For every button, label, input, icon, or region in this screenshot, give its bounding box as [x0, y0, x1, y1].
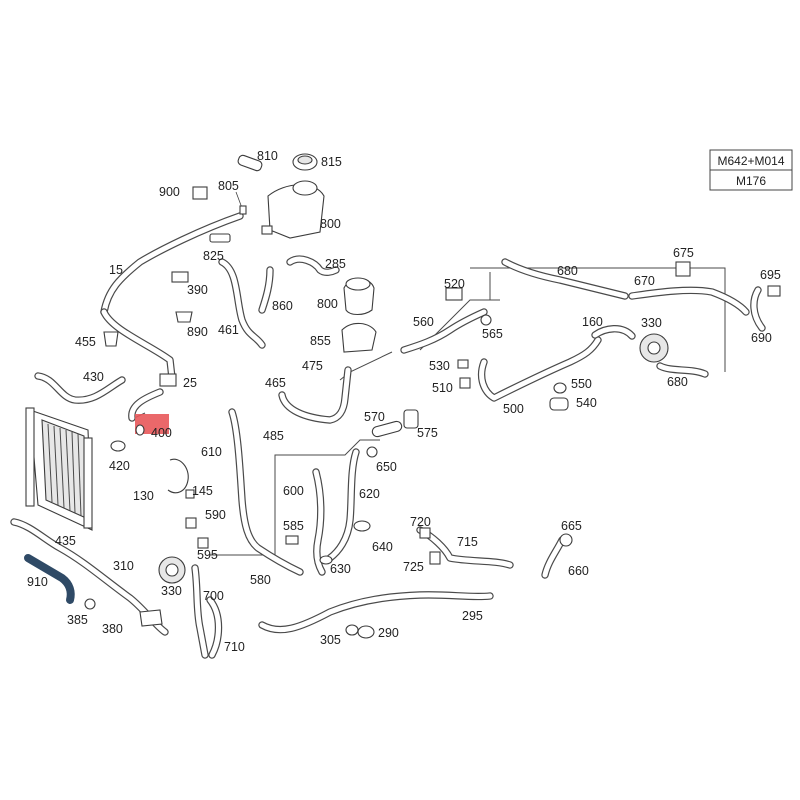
callout-530[interactable]: 530: [429, 359, 450, 373]
callout-800b[interactable]: 800: [317, 297, 338, 311]
callout-660[interactable]: 660: [568, 564, 589, 578]
callout-labels: 810 815 900 805 800 825 285 800 15 390 8…: [27, 149, 781, 654]
callout-900[interactable]: 900: [159, 185, 180, 199]
callout-710[interactable]: 710: [224, 640, 245, 654]
callout-455[interactable]: 455: [75, 335, 96, 349]
callout-25[interactable]: 25: [183, 376, 197, 390]
callout-665[interactable]: 665: [561, 519, 582, 533]
callout-590[interactable]: 590: [205, 508, 226, 522]
callout-690[interactable]: 690: [751, 331, 772, 345]
callout-640[interactable]: 640: [372, 540, 393, 554]
engine-variant-box: M642+M014 M176: [709, 149, 793, 191]
callout-600[interactable]: 600: [283, 484, 304, 498]
callout-675[interactable]: 675: [673, 246, 694, 260]
callout-575[interactable]: 575: [417, 426, 438, 440]
callout-465[interactable]: 465: [265, 376, 286, 390]
callout-855[interactable]: 855: [310, 334, 331, 348]
variant-label-1: M642+M014: [717, 154, 784, 168]
callout-520[interactable]: 520: [444, 277, 465, 291]
callout-400[interactable]: 400: [151, 426, 172, 440]
callout-130[interactable]: 130: [133, 489, 154, 503]
callout-380[interactable]: 380: [102, 622, 123, 636]
callout-715[interactable]: 715: [457, 535, 478, 549]
radiator[interactable]: [25, 407, 93, 531]
callout-585[interactable]: 585: [283, 519, 304, 533]
callout-860[interactable]: 860: [272, 299, 293, 313]
callout-510[interactable]: 510: [432, 381, 453, 395]
callout-890[interactable]: 890: [187, 325, 208, 339]
callout-385[interactable]: 385: [67, 613, 88, 627]
callout-550[interactable]: 550: [571, 377, 592, 391]
callout-720[interactable]: 720: [410, 515, 431, 529]
callout-805[interactable]: 805: [218, 179, 239, 193]
callout-825[interactable]: 825: [203, 249, 224, 263]
callout-540[interactable]: 540: [576, 396, 597, 410]
callout-461[interactable]: 461: [218, 323, 239, 337]
callout-305[interactable]: 305: [320, 633, 341, 647]
callout-285[interactable]: 285: [325, 257, 346, 271]
callout-560[interactable]: 560: [413, 315, 434, 329]
callout-725[interactable]: 725: [403, 560, 424, 574]
callout-680[interactable]: 680: [557, 264, 578, 278]
callout-435[interactable]: 435: [55, 534, 76, 548]
callout-295[interactable]: 295: [462, 609, 483, 623]
callout-595[interactable]: 595: [197, 548, 218, 562]
callout-815[interactable]: 815: [321, 155, 342, 169]
callout-680b[interactable]: 680: [667, 375, 688, 389]
callout-695[interactable]: 695: [760, 268, 781, 282]
callout-390[interactable]: 390: [187, 283, 208, 297]
callout-430[interactable]: 430: [83, 370, 104, 384]
callout-580[interactable]: 580: [250, 573, 271, 587]
callout-310[interactable]: 310: [113, 559, 134, 573]
callout-620[interactable]: 620: [359, 487, 380, 501]
callout-800[interactable]: 800: [320, 217, 341, 231]
hose-set: [10, 212, 766, 659]
callout-565[interactable]: 565: [482, 327, 503, 341]
callout-160[interactable]: 160: [582, 315, 603, 329]
callout-290[interactable]: 290: [378, 626, 399, 640]
variant-label-2: M176: [736, 174, 766, 188]
callout-500[interactable]: 500: [503, 402, 524, 416]
callout-670[interactable]: 670: [634, 274, 655, 288]
small-parts: [24, 153, 781, 639]
selected-hose-910[interactable]: [24, 554, 75, 604]
callout-485[interactable]: 485: [263, 429, 284, 443]
callout-610[interactable]: 610: [201, 445, 222, 459]
callout-330b[interactable]: 330: [641, 316, 662, 330]
callout-910[interactable]: 910: [27, 575, 48, 589]
callout-145[interactable]: 145: [192, 484, 213, 498]
callout-330[interactable]: 330: [161, 584, 182, 598]
callout-630[interactable]: 630: [330, 562, 351, 576]
callout-810[interactable]: 810: [257, 149, 278, 163]
callout-475[interactable]: 475: [302, 359, 323, 373]
callout-420[interactable]: 420: [109, 459, 130, 473]
callout-15[interactable]: 15: [109, 263, 123, 277]
callout-650[interactable]: 650: [376, 460, 397, 474]
callout-700[interactable]: 700: [203, 589, 224, 603]
callout-570[interactable]: 570: [364, 410, 385, 424]
